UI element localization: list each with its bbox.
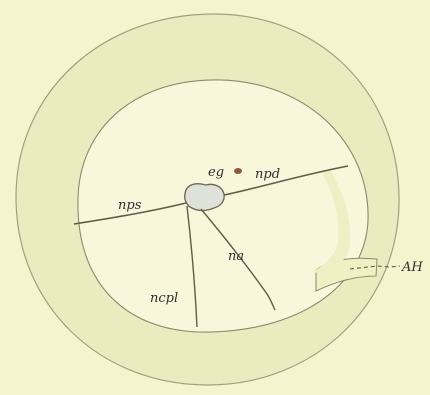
central-nucleus [185,184,224,211]
label-npd: npd [255,167,280,182]
label-ncpl: ncpl [150,291,178,306]
label-nps: nps [118,198,142,213]
label-na: na [228,249,244,264]
label-eg: eg [208,165,224,180]
eg-spot [234,168,242,174]
label-ah: AH [401,260,423,275]
